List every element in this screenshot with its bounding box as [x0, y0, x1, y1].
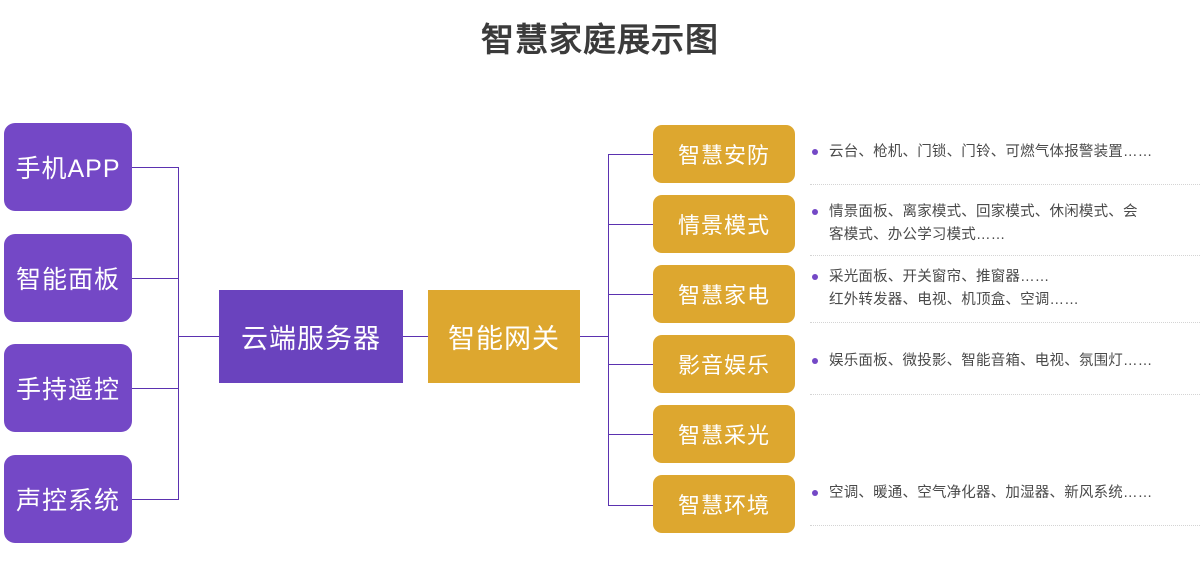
category-node-label: 智慧采光 [677, 423, 770, 448]
bullet-icon [812, 490, 818, 496]
detail-separator [810, 322, 1200, 323]
connector-cloud-server-to-gateway [403, 336, 428, 337]
category-node-security[interactable]: 智慧安防 [653, 125, 795, 183]
connector-left-bus [178, 167, 179, 500]
connector-mobile-app [132, 167, 178, 168]
connector-bus-to-cloud-server [178, 336, 219, 337]
detail-text: 空调、暖通、空气净化器、加湿器、新风系统…… [829, 485, 1153, 501]
connector-voice-control [132, 499, 178, 500]
bullet-icon [812, 149, 818, 155]
bullet-icon [812, 274, 818, 280]
connector-smart-panel [132, 278, 178, 279]
bullet-icon [812, 358, 818, 364]
connector-right-bus [608, 154, 609, 505]
connector-category-lighting [608, 434, 653, 435]
connector-category-scene-mode [608, 224, 653, 225]
input-node-label: 智能面板 [15, 266, 120, 294]
category-node-entertainment[interactable]: 影音娱乐 [653, 335, 795, 393]
input-node-label: 手持遥控 [15, 376, 120, 404]
detail-text: 采光面板、开关窗帘、推窗器…… 红外转发器、电视、机顶盒、空调…… [829, 269, 1079, 308]
detail-separator [810, 525, 1200, 526]
detail-row-environment: 空调、暖通、空气净化器、加湿器、新风系统…… [812, 482, 1200, 505]
detail-text: 情景面板、离家模式、回家模式、休闲模式、会 客模式、办公学习模式…… [829, 204, 1138, 243]
core-node-label: 云端服务器 [241, 324, 381, 354]
connector-category-entertainment [608, 364, 653, 365]
detail-text: 云台、枪机、门锁、门铃、可燃气体报警装置…… [829, 144, 1153, 160]
input-node-smart-panel[interactable]: 智能面板 [4, 234, 132, 322]
detail-row-security: 云台、枪机、门锁、门铃、可燃气体报警装置…… [812, 141, 1200, 164]
connector-gateway-to-bus [580, 336, 608, 337]
category-node-scene-mode[interactable]: 情景模式 [653, 195, 795, 253]
connector-handheld-remote [132, 388, 178, 389]
category-node-label: 影音娱乐 [677, 353, 770, 378]
detail-row-entertainment: 娱乐面板、微投影、智能音箱、电视、氛围灯…… [812, 350, 1200, 373]
category-node-environment[interactable]: 智慧环境 [653, 475, 795, 533]
core-node-gateway[interactable]: 智能网关 [428, 290, 580, 383]
detail-row-appliances: 采光面板、开关窗帘、推窗器…… 红外转发器、电视、机顶盒、空调…… [812, 266, 1200, 312]
input-node-label: 声控系统 [15, 487, 120, 515]
core-node-cloud-server[interactable]: 云端服务器 [219, 290, 403, 383]
connector-category-environment [608, 505, 653, 506]
category-node-label: 智慧环境 [677, 493, 770, 518]
category-node-label: 智慧安防 [677, 143, 770, 168]
page-title: 智慧家庭展示图 [481, 21, 719, 58]
detail-separator [810, 184, 1200, 185]
connector-category-security [608, 154, 653, 155]
category-node-label: 情景模式 [677, 213, 770, 238]
detail-row-scene-mode: 情景面板、离家模式、回家模式、休闲模式、会 客模式、办公学习模式…… [812, 201, 1200, 247]
input-node-voice-control[interactable]: 声控系统 [4, 455, 132, 543]
detail-separator [810, 394, 1200, 395]
core-node-label: 智能网关 [448, 324, 560, 354]
bullet-icon [812, 209, 818, 215]
input-node-handheld-remote[interactable]: 手持遥控 [4, 344, 132, 432]
detail-separator [810, 255, 1200, 256]
category-node-label: 智慧家电 [677, 283, 770, 308]
category-node-lighting[interactable]: 智慧采光 [653, 405, 795, 463]
connector-category-appliances [608, 294, 653, 295]
input-node-label: 手机APP [15, 155, 121, 183]
detail-text: 娱乐面板、微投影、智能音箱、电视、氛围灯…… [829, 353, 1153, 369]
input-node-mobile-app[interactable]: 手机APP [4, 123, 132, 211]
category-node-appliances[interactable]: 智慧家电 [653, 265, 795, 323]
